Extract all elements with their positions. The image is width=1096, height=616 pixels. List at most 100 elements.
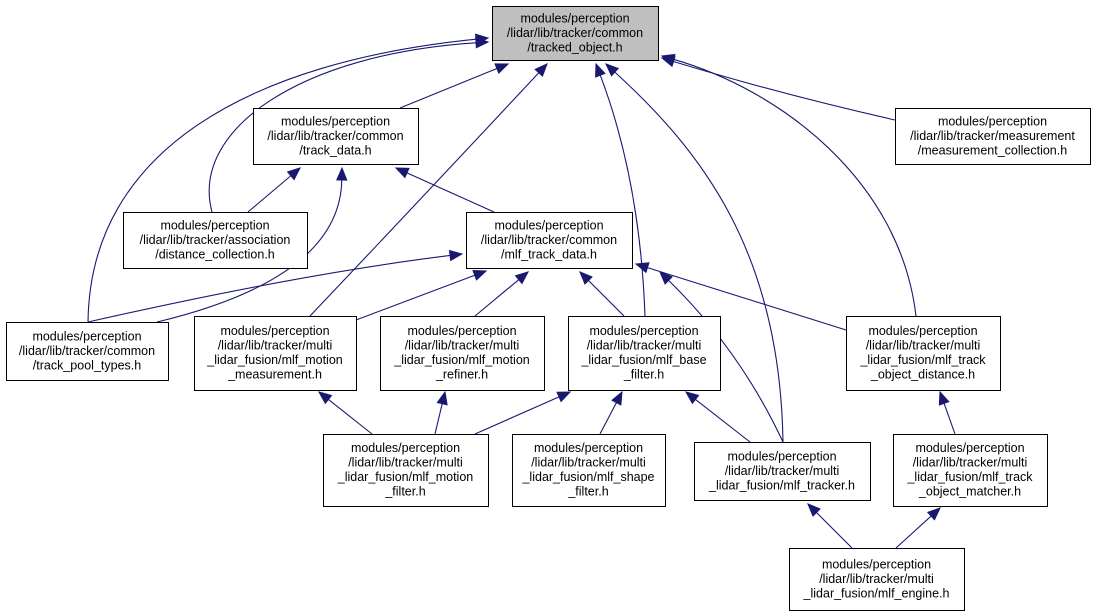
node-label-line: /lidar/lib/tracker/multi [218, 339, 333, 353]
node-label-line: /tracked_object.h [527, 40, 622, 54]
edge-mlf_engine-to-mlf_track_object_matcher [895, 507, 941, 549]
node-label-line: modules/perception [520, 11, 629, 25]
node-label-line: modules/perception [727, 449, 836, 463]
arrowhead-icon [556, 391, 572, 403]
node-box [568, 316, 721, 391]
node-mlf_track_object_distance[interactable]: modules/perception/lidar/lib/tracker/mul… [846, 316, 1001, 391]
node-box [789, 548, 965, 611]
node-label-line: /lidar/lib/tracker/multi [866, 339, 981, 353]
arrowhead-icon [436, 390, 448, 406]
node-box [492, 6, 659, 61]
node-label-line: modules/perception [868, 324, 977, 338]
node-box [466, 212, 633, 269]
edge-mlf_motion_refiner-to-mlf_track_data [474, 271, 530, 317]
node-tracked_object[interactable]: modules/perception/lidar/lib/tracker/com… [492, 6, 659, 61]
node-label-line: _filter.h [623, 368, 664, 382]
node-label-line: _refiner.h [435, 368, 488, 382]
edge-line [406, 172, 495, 213]
arrowhead-icon [684, 391, 700, 405]
node-track_pool_types[interactable]: modules/perception/lidar/lib/tracker/com… [6, 322, 169, 381]
arrowhead-icon [317, 391, 333, 405]
node-mlf_motion_filter[interactable]: modules/perception/lidar/lib/tracker/mul… [323, 434, 489, 507]
edge-line [647, 267, 847, 331]
node-label-line: /lidar/lib/tracker/multi [405, 339, 520, 353]
node-label-line: /lidar/lib/tracker/multi [725, 464, 840, 478]
node-label-line: _lidar_fusion/mlf_track [859, 353, 986, 367]
edge-track_data-to-tracked_object [399, 63, 510, 109]
node-label-line: /lidar/lib/tracker/multi [587, 339, 702, 353]
node-measurement_collection[interactable]: modules/perception/lidar/lib/tracker/mea… [895, 108, 1091, 165]
node-layer: modules/perception/lidar/lib/tracker/com… [6, 6, 1091, 611]
arrowhead-icon [807, 503, 821, 517]
node-mlf_track_data[interactable]: modules/perception/lidar/lib/tracker/com… [466, 212, 633, 269]
node-distance_collection[interactable]: modules/perception/lidar/lib/tracker/ass… [123, 212, 308, 269]
edge-line [309, 72, 540, 317]
edge-line [614, 71, 784, 443]
edge-line [588, 280, 625, 317]
edge-line [943, 403, 956, 435]
edge-line [355, 274, 475, 321]
arrowhead-icon [514, 271, 530, 285]
node-label-line: /lidar/lib/tracker/multi [819, 572, 934, 586]
edge-line [816, 512, 853, 549]
node-label-line: /lidar/lib/tracker/measurement [910, 129, 1075, 143]
node-label-line: /lidar/lib/tracker/common [481, 233, 617, 247]
arrowhead-icon [394, 167, 410, 179]
edge-mlf_tracker-to-mlf_track_data [659, 271, 784, 443]
edge-line [399, 68, 498, 109]
edge-line [434, 403, 443, 435]
edge-mlf_track_data-to-track_data [394, 167, 495, 213]
edge-line [87, 38, 477, 323]
node-mlf_motion_refiner[interactable]: modules/perception/lidar/lib/tracker/mul… [380, 316, 545, 391]
node-label-line: _object_matcher.h [918, 485, 1021, 499]
node-label-line: _lidar_fusion/mlf_engine.h [803, 586, 950, 600]
node-label-line: /distance_collection.h [155, 247, 275, 261]
node-label-line: modules/perception [32, 329, 141, 343]
node-box [253, 108, 419, 165]
edge-line [474, 279, 520, 317]
arrowhead-icon [534, 63, 548, 78]
edge-mlf_motion_measurement-to-tracked_object [309, 63, 548, 317]
edge-mlf_motion_filter-to-mlf_base_filter [474, 391, 572, 435]
arrowhead-icon [660, 56, 676, 68]
edge-line [668, 279, 784, 443]
node-label-line: modules/perception [351, 441, 460, 455]
node-label-line: modules/perception [534, 441, 643, 455]
node-track_data[interactable]: modules/perception/lidar/lib/tracker/com… [253, 108, 419, 165]
node-label-line: modules/perception [822, 557, 931, 571]
arrowhead-icon [659, 271, 673, 285]
edge-mlf_engine-to-mlf_tracker [807, 503, 853, 549]
node-mlf_base_filter[interactable]: modules/perception/lidar/lib/tracker/mul… [568, 316, 721, 391]
edge-mlf_motion_filter-to-mlf_motion_measurement [317, 391, 373, 435]
node-label-line: _lidar_fusion/mlf_track [906, 470, 1033, 484]
arrowhead-icon [286, 167, 301, 181]
edge-line [673, 60, 896, 121]
edge-line [208, 42, 477, 213]
edge-measurement_collection-to-tracked_object [660, 56, 896, 121]
arrowhead-icon [474, 33, 490, 45]
edge-track_pool_types-to-mlf_track_data [87, 249, 464, 323]
node-label-line: /lidar/lib/tracker/multi [913, 456, 1028, 470]
node-box [123, 212, 308, 269]
node-label-line: /lidar/lib/tracker/multi [531, 456, 646, 470]
edge-mlf_shape_filter-to-mlf_base_filter [599, 390, 623, 435]
edge-line [599, 402, 617, 435]
arrowhead-icon [634, 262, 650, 274]
node-box [512, 434, 666, 507]
node-label-line: modules/perception [589, 324, 698, 338]
node-label-line: modules/perception [281, 114, 390, 128]
node-box [380, 316, 545, 391]
node-label-line: _lidar_fusion/mlf_shape [521, 470, 654, 484]
edge-line [673, 58, 917, 317]
edge-layer [87, 33, 956, 549]
node-mlf_track_object_matcher[interactable]: modules/perception/lidar/lib/tracker/mul… [893, 434, 1048, 507]
edge-line [895, 515, 932, 549]
node-mlf_tracker[interactable]: modules/perception/lidar/lib/tracker/mul… [694, 442, 871, 501]
node-label-line: /lidar/lib/tracker/common [19, 344, 155, 358]
node-mlf_motion_measurement[interactable]: modules/perception/lidar/lib/tracker/mul… [194, 316, 357, 391]
edge-line [599, 75, 646, 317]
node-mlf_shape_filter[interactable]: modules/perception/lidar/lib/tracker/mul… [512, 434, 666, 507]
node-label-line: _lidar_fusion/mlf_tracker.h [708, 478, 855, 492]
node-mlf_engine[interactable]: modules/perception/lidar/lib/tracker/mul… [789, 548, 965, 611]
edge-mlf_tracker-to-mlf_base_filter [684, 391, 751, 443]
